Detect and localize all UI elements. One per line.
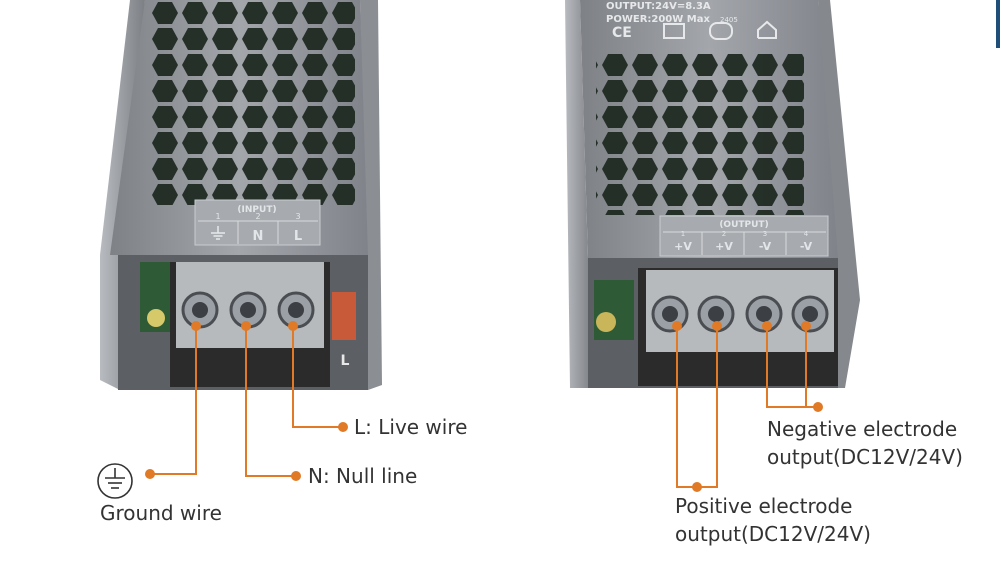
left-input-plate — [194, 199, 321, 246]
right-adjust-potentiometer — [596, 312, 616, 332]
left-fuse — [332, 292, 356, 340]
leader-dots — [145, 321, 823, 492]
left-pin-number-2: 2 — [255, 212, 260, 221]
dot-positive — [692, 482, 702, 492]
right-pin-number-4: 4 — [804, 230, 809, 238]
dot-negative — [813, 402, 823, 412]
label-positive-line1: Positive electrode — [675, 494, 853, 518]
recycle-mark-icon — [663, 23, 685, 39]
right-output-header: (OUTPUT) — [719, 220, 768, 230]
right-pcb-corner — [594, 280, 634, 340]
right-pin-number-3: 3 — [763, 230, 767, 238]
dot-terminal-pos2 — [712, 321, 722, 331]
right-terminal-screws — [651, 295, 829, 333]
label-ground-wire: Ground wire — [100, 501, 222, 525]
leader-negative — [766, 326, 818, 408]
dot-terminal-neg1 — [762, 321, 772, 331]
left-housing-side-right — [360, 0, 382, 390]
left-pin-number-1: 1 — [215, 212, 220, 221]
dot-null — [291, 471, 301, 481]
label-negative-line2: output(DC12V/24V) — [767, 445, 963, 469]
right-batch-code: 2405 — [720, 16, 738, 24]
ground-icon — [97, 463, 133, 499]
left-pin-label-n: N — [253, 229, 264, 244]
left-pin-label-l: L — [294, 229, 302, 244]
left-power-supply: (INPUT) 1 2 3 N L L — [100, 0, 382, 390]
leader-null — [245, 326, 296, 477]
right-housing-side-right — [818, 0, 860, 388]
dot-terminal-neg2 — [801, 321, 811, 331]
left-pin-number-3: 3 — [295, 212, 300, 221]
right-pin-label-2: +V — [715, 240, 733, 253]
left-input-header: (INPUT) — [237, 205, 276, 215]
dot-terminal-ground — [191, 321, 201, 331]
left-side-mark: L — [341, 353, 350, 369]
dot-terminal-null — [241, 321, 251, 331]
right-power-spec: POWER:200W Max — [606, 14, 710, 25]
right-output-spec: OUTPUT:24V=8.3A — [606, 1, 711, 12]
leader-live — [292, 326, 343, 428]
right-housing-side — [565, 0, 592, 388]
corner-accent-bar — [996, 0, 1000, 48]
leader-ground — [150, 326, 197, 475]
ce-mark-icon: CE — [612, 25, 632, 41]
dot-live — [338, 422, 348, 432]
label-negative-line1: Negative electrode — [767, 417, 958, 441]
indoor-use-icon — [709, 22, 733, 40]
dot-ground — [145, 469, 155, 479]
left-ground-screw — [147, 309, 165, 327]
right-vent-grid — [596, 50, 804, 215]
house-icon — [757, 20, 777, 39]
label-null-line: N: Null line — [308, 464, 418, 488]
right-pin-label-4: -V — [800, 240, 813, 253]
right-pin-number-2: 2 — [722, 230, 726, 238]
right-pin-label-1: +V — [674, 240, 692, 253]
dot-terminal-pos1 — [672, 321, 682, 331]
left-vent-grid — [150, 0, 355, 205]
right-pin-label-3: -V — [759, 240, 772, 253]
label-positive-line2: output(DC12V/24V) — [675, 522, 871, 546]
left-pin-ground-icon — [211, 226, 225, 240]
right-pin-number-1: 1 — [681, 230, 685, 238]
label-live-wire: L: Live wire — [354, 415, 468, 439]
dot-terminal-live — [288, 321, 298, 331]
right-power-supply: OUTPUT:24V=8.3A POWER:200W Max 2405 CE (… — [565, 0, 860, 388]
